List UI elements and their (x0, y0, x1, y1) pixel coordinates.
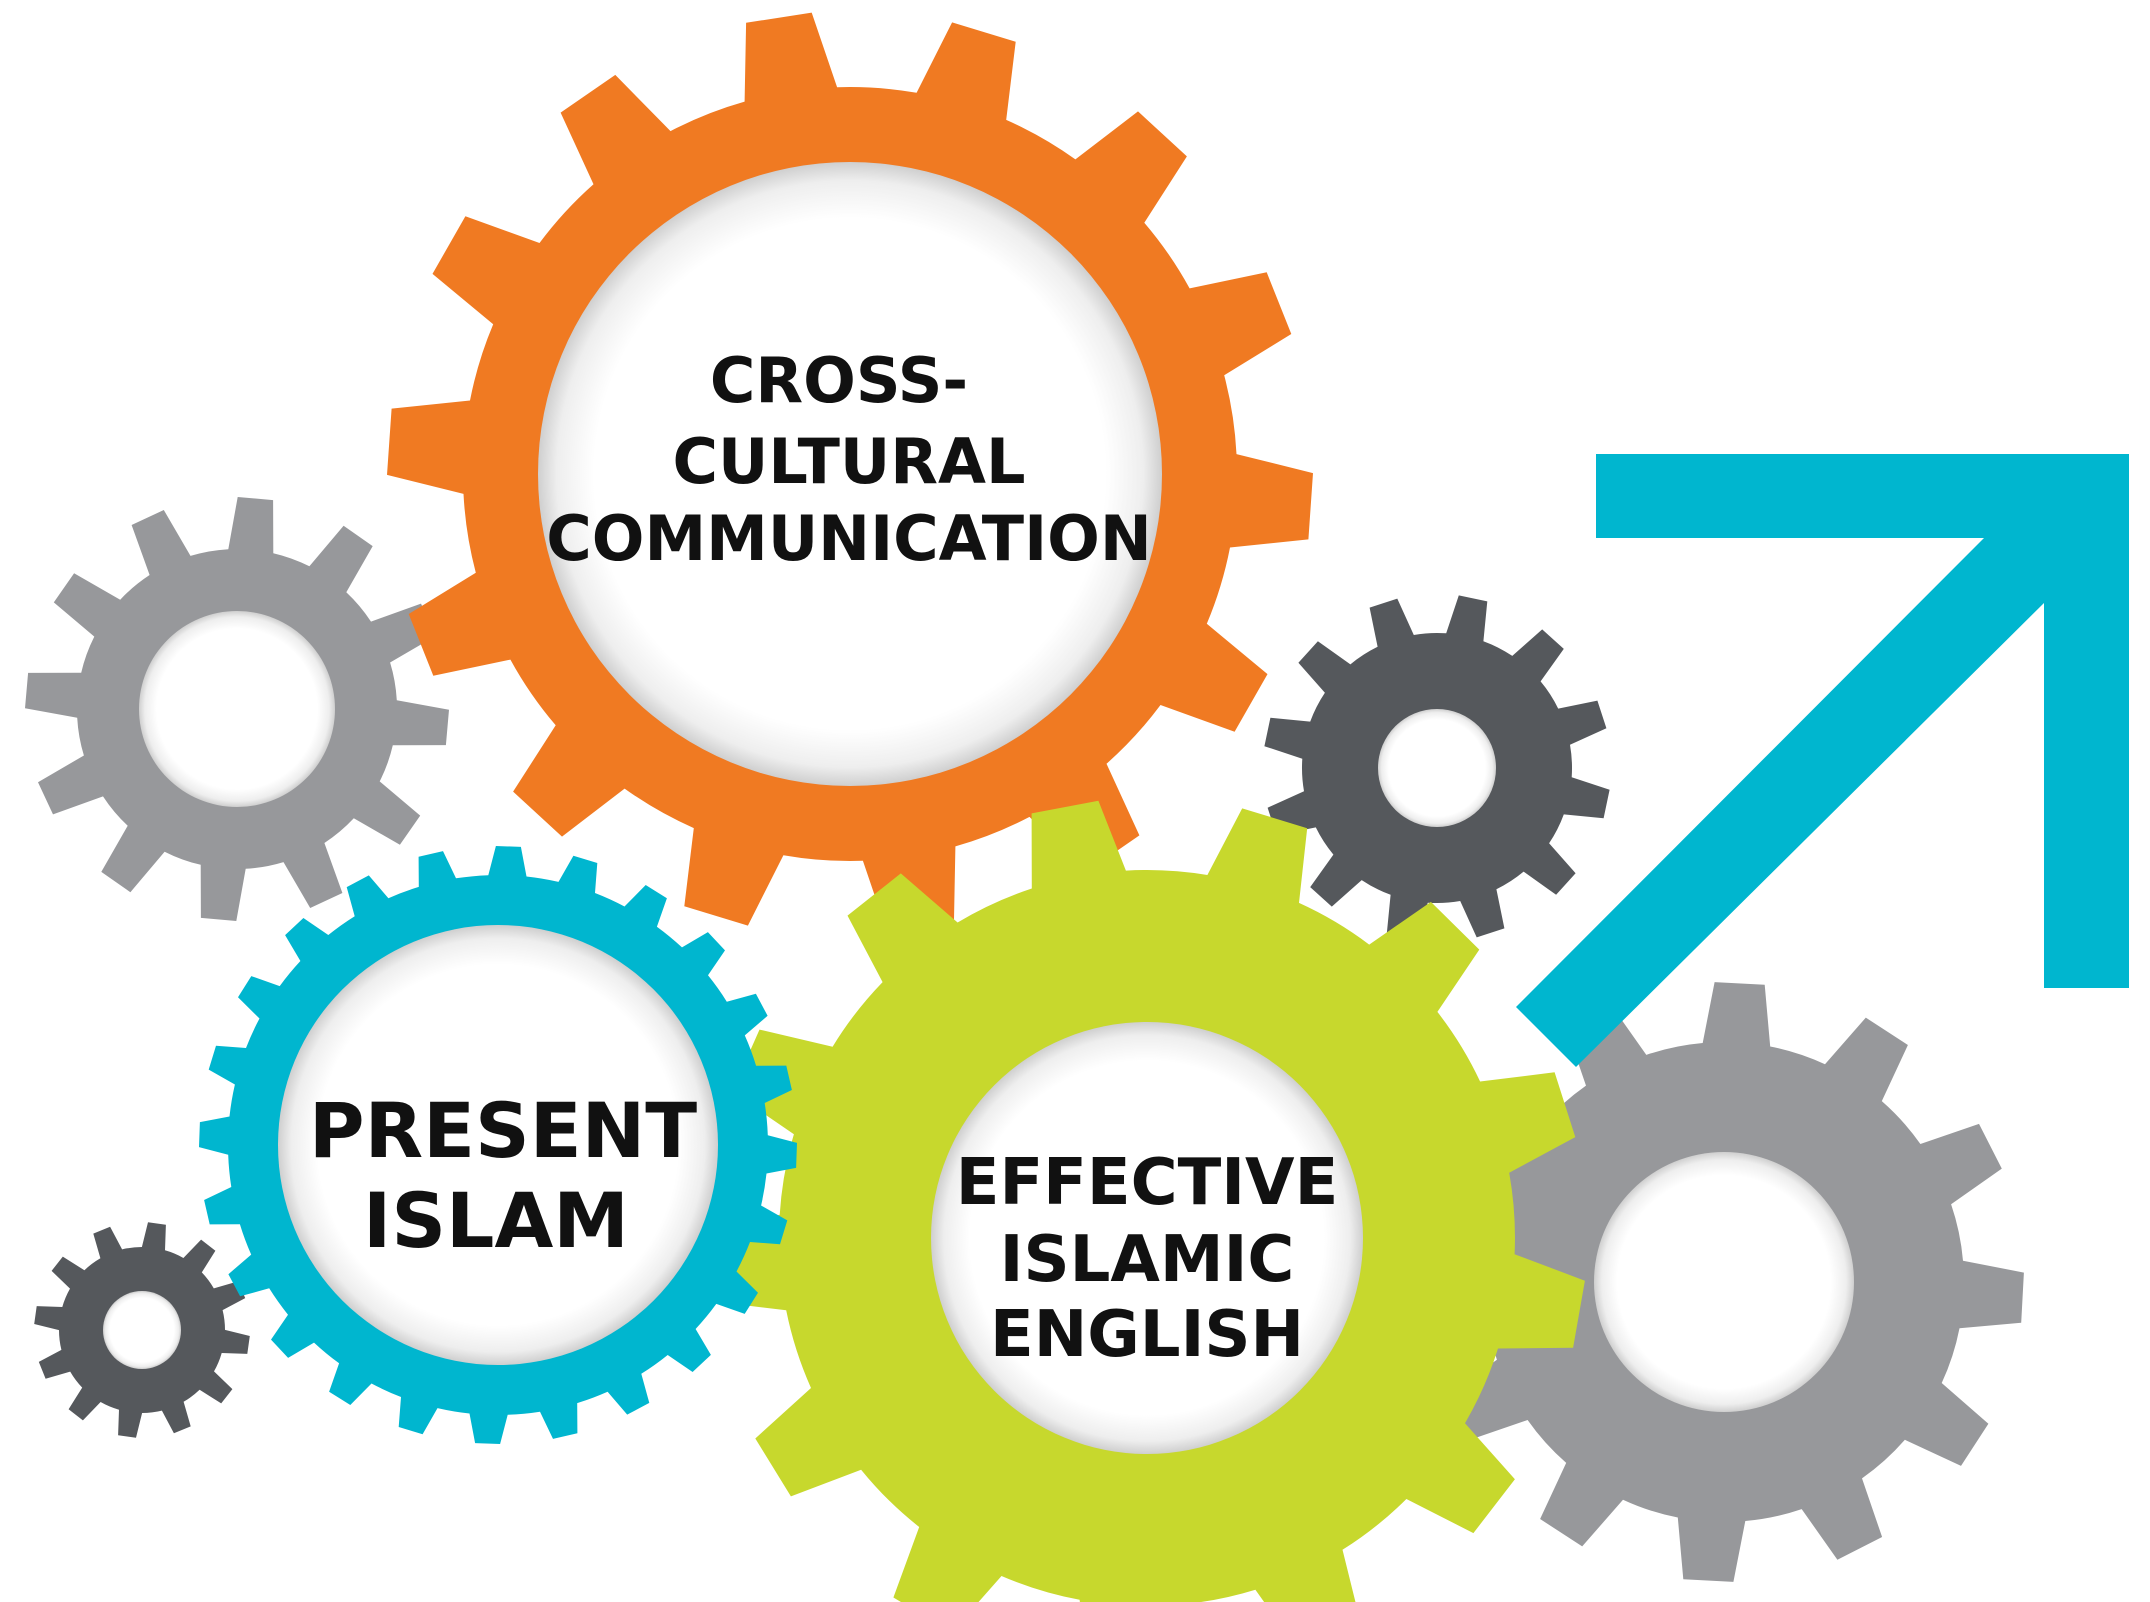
gear-hole (1594, 1152, 1854, 1412)
gear-hole (103, 1291, 181, 1369)
gear-label-line: ISLAMIC (1000, 1223, 1295, 1297)
gray-gear-right-icon (1424, 982, 2024, 1582)
gear-hole (1378, 709, 1496, 827)
gray-gear-left-icon (25, 497, 449, 921)
gear-cross-cultural-communication (387, 12, 1313, 936)
dark-gear-mid-icon (1264, 595, 1610, 941)
gear-hole (538, 162, 1162, 786)
gear-label-line: ENGLISH (990, 1298, 1304, 1372)
gear-label-line: ISLAM (363, 1176, 629, 1265)
dark-gear-small-icon (34, 1222, 250, 1438)
arrow-up-right-icon (1516, 454, 2129, 1067)
gear-label-line: PRESENT (309, 1086, 697, 1175)
gear-hole (931, 1022, 1363, 1454)
gear-effective-islamic-english (707, 800, 1585, 1602)
label-effective-islamic-english: EFFECTIVE ISLAMIC ENGLISH (956, 1146, 1339, 1372)
gear-hole (278, 925, 718, 1365)
gear-label-line: COMMUNICATION (546, 502, 1152, 575)
gear-hole (139, 611, 335, 807)
label-present-islam: PRESENT ISLAM (309, 1086, 697, 1265)
label-cross-cultural-communication: CROSS- CULTURAL COMMUNICATION (546, 344, 1152, 575)
gear-label-line: EFFECTIVE (956, 1146, 1339, 1220)
gear-present-islam (199, 846, 797, 1444)
gear-label-line: CROSS- (710, 344, 968, 417)
gear-label-line: CULTURAL (673, 425, 1026, 498)
